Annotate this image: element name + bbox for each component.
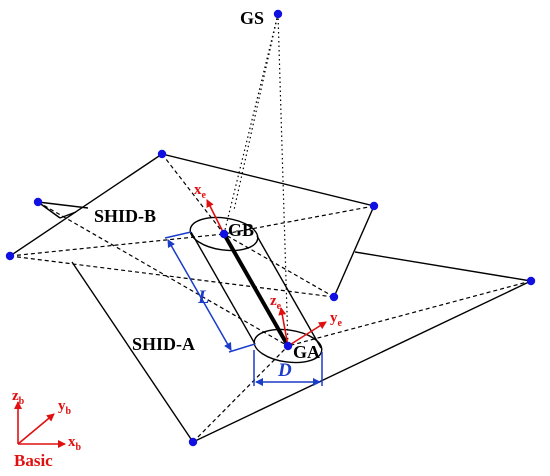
basic-axis-y-label: yb xyxy=(58,398,72,417)
cylinder-bottom-ellipse xyxy=(253,328,323,364)
gs-label: GS xyxy=(240,8,264,28)
gb-local-axes: xe xyxy=(194,182,225,235)
point-shid-b-top xyxy=(157,149,167,159)
shid-a-label: SHID-A xyxy=(132,334,195,354)
point-gs xyxy=(273,9,283,19)
cylinder-axis xyxy=(222,233,290,347)
vertex-points xyxy=(5,9,536,447)
ga-axis-z-label: ze xyxy=(270,293,282,312)
dimension-length: L xyxy=(164,231,256,353)
point-shid-b-right xyxy=(369,201,379,211)
basic-frame: zb yb xb Basic xyxy=(12,388,82,470)
ga-axis-y-label: ye xyxy=(330,310,343,329)
point-gb xyxy=(219,229,229,239)
length-label: L xyxy=(197,287,210,308)
dimension-diameter: D xyxy=(253,350,323,386)
point-shid-b-left xyxy=(5,251,15,261)
gb-label: GB xyxy=(228,220,254,240)
point-ga xyxy=(283,341,293,351)
gs-sight-lines xyxy=(223,13,289,347)
ga-label: GA xyxy=(293,342,320,362)
basic-label: Basic xyxy=(14,451,53,470)
point-shid-b-bottom xyxy=(329,292,339,302)
gb-axis-x-label: xe xyxy=(194,182,207,201)
basic-axis-x-label: xb xyxy=(68,434,82,453)
shid-a-plane xyxy=(37,201,534,443)
basic-axis-z-label: zb xyxy=(12,388,25,407)
shid-b-label: SHID-B xyxy=(94,206,156,226)
ga-local-axes: ze ye xyxy=(270,293,343,347)
diameter-label: D xyxy=(277,360,292,381)
point-shid-a-bottom xyxy=(188,437,198,447)
point-shid-a-right xyxy=(526,276,536,286)
point-shid-a-left xyxy=(33,197,43,207)
